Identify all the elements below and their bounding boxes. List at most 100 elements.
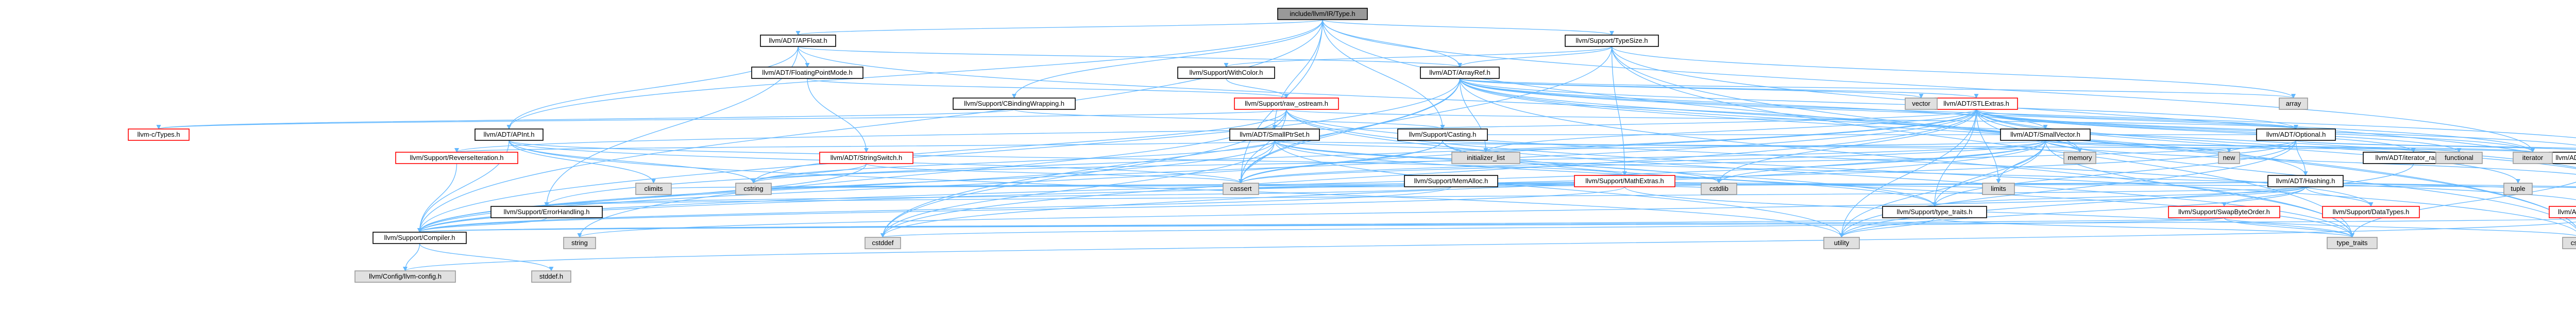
node-llvm-adt-smallptrset-h[interactable]: llvm/ADT/SmallPtrSet.h (1229, 128, 1320, 141)
edge-iterrange-to-utility (1839, 163, 2414, 238)
node-include-llvm-ir-type-h[interactable]: include/llvm/IR/Type.h (1277, 8, 1368, 20)
node-iterator[interactable]: iterator (2513, 152, 2553, 164)
node-cstdlib[interactable]: cstdlib (1701, 183, 1737, 195)
node-label: llvm/Support/TypeSize.h (1575, 37, 1648, 44)
edge-smallptrset-to-cstddef (880, 140, 1275, 238)
node-box (2256, 128, 2336, 141)
node-label: llvm/Support/DataTypes.h (2333, 208, 2410, 216)
node-box (635, 183, 672, 195)
node-llvm-config-llvm-config-h[interactable]: llvm/Config/llvm-config.h (354, 270, 456, 283)
node-llvm-adt-hashing-h[interactable]: llvm/ADT/Hashing.h (2267, 175, 2344, 187)
node-llvm-adt-apfloat-h[interactable]: llvm/ADT/APFloat.h (760, 35, 836, 47)
edge-stlextras-to-hexagon (454, 109, 1977, 153)
node-initializer-list[interactable]: initializer_list (1451, 152, 1520, 164)
node-label: llvm/ADT/SmallPtrSet.h (1240, 131, 1310, 138)
node-box (865, 237, 901, 249)
node-new[interactable]: new (2218, 152, 2240, 164)
edge-arrayref-to-optional (1459, 78, 2298, 130)
node-llvm-support-datatypes-h[interactable]: llvm/Support/DataTypes.h (2322, 206, 2420, 218)
node-label: llvm/Support/ErrorHandling.h (504, 208, 590, 216)
node-llvm-support-raw-ostream-h[interactable]: llvm/Support/raw_ostream.h (1234, 98, 1339, 110)
node-box (128, 128, 190, 141)
node-label: llvm/Support/ReverseIteration.h (410, 154, 503, 162)
node-llvm-support-errorhandling-h[interactable]: llvm/Support/ErrorHandling.h (490, 206, 603, 218)
node-climits[interactable]: climits (635, 183, 672, 195)
node-box (751, 67, 863, 79)
node-type-traits[interactable]: type_traits (2327, 237, 2378, 249)
node-llvm-support-withcolor-h[interactable]: llvm/Support/WithColor.h (1177, 67, 1275, 79)
node-label: llvm/ADT/iterator_range.h (2375, 154, 2451, 162)
node-box (2327, 237, 2378, 249)
node-box (372, 232, 467, 244)
edge-optional-to-typetraits (1932, 140, 2297, 207)
node-llvm-adt-apint-h[interactable]: llvm/ADT/APInt.h (474, 128, 544, 141)
edge-arrayref-to-vector (1459, 78, 1924, 99)
node-llvm-support-typesize-h[interactable]: llvm/Support/TypeSize.h (1565, 35, 1659, 47)
edge-optional-to-new (2227, 140, 2297, 153)
edge-casting-to-cassert (1239, 140, 1443, 184)
node-memory[interactable]: memory (2063, 152, 2096, 164)
node-llvm-support-compiler-h[interactable]: llvm/Support/Compiler.h (372, 232, 467, 244)
edge-hashing-to-cstring (753, 181, 2306, 189)
edge-smallvector-to-cstring (751, 140, 2046, 184)
node-llvm-support-swapbyteorder-h[interactable]: llvm/Support/SwapByteOrder.h (2168, 206, 2280, 218)
node-llvm-support-casting-h[interactable]: llvm/Support/Casting.h (1397, 128, 1488, 141)
node-functional[interactable]: functional (2435, 152, 2483, 164)
edge-smallvector-to-iterator (2045, 140, 2535, 153)
node-llvm-support-reverseiteration-h[interactable]: llvm/Support/ReverseIteration.h (395, 152, 518, 164)
edge-cbinding-to-casting (1013, 109, 1445, 130)
node-label: llvm-c/Types.h (137, 131, 180, 138)
node-label: llvm/Support/type_traits.h (1897, 208, 1973, 216)
node-box (2218, 152, 2240, 164)
node-stddef-h[interactable]: stddef.h (531, 270, 571, 283)
edge-smallvector-to-initlist (1484, 140, 2046, 153)
node-llvm-support-type-traits-h[interactable]: llvm/Support/type_traits.h (1882, 206, 1987, 218)
node-cassert[interactable]: cassert (1223, 183, 1259, 195)
edge-apfloat-to-apint (506, 46, 799, 130)
node-box (2063, 152, 2096, 164)
node-box (2000, 128, 2091, 141)
node-llvm-support-memalloc-h[interactable]: llvm/Support/MemAlloc.h (1404, 175, 1498, 187)
node-box (395, 152, 518, 164)
node-box (2562, 237, 2576, 249)
node-llvm-adt-smallvector-h[interactable]: llvm/ADT/SmallVector.h (2000, 128, 2091, 141)
node-box (1397, 128, 1488, 141)
node-box (1565, 35, 1659, 47)
node-label: llvm/Support/Casting.h (1409, 131, 1477, 138)
edge-stlextras-to-optional (1976, 109, 2298, 130)
node-llvm-adt-stlforwardcompat-h[interactable]: llvm/ADT/STLForwardCompat.h (2549, 152, 2576, 164)
node-utility[interactable]: utility (1823, 237, 1860, 249)
node-llvm-adt-arrayref-h[interactable]: llvm/ADT/ArrayRef.h (1420, 67, 1500, 79)
node-label: cstdint (2571, 239, 2576, 247)
node-label: llvm/Support/SwapByteOrder.h (2178, 208, 2270, 216)
node-llvm-support-mathextras-h[interactable]: llvm/Support/MathExtras.h (1574, 175, 1675, 187)
node-tuple[interactable]: tuple (2503, 183, 2533, 195)
node-array[interactable]: array (2279, 98, 2308, 110)
node-llvm-adt-floatingpointmode-h[interactable]: llvm/ADT/FloatingPointMode.h (751, 67, 863, 79)
node-string[interactable]: string (563, 237, 596, 249)
node-llvm-c-types-h[interactable]: llvm-c/Types.h (128, 128, 190, 141)
edge-typesize-to-typetraitsstd (1611, 46, 2354, 238)
node-llvm-adt-stlextras-h[interactable]: llvm/ADT/STLExtras.h (1935, 98, 2018, 110)
edge-root-to-apint (506, 19, 1323, 130)
edge-root-to-iterator (1322, 19, 2535, 153)
node-cstdint[interactable]: cstdint (2562, 237, 2576, 249)
node-limits[interactable]: limits (1982, 183, 2015, 195)
edge-rawostream-to-typetraitsstd (1286, 109, 2354, 238)
edge-root-to-compiler (417, 19, 1323, 233)
node-label: array (2286, 100, 2301, 107)
edge-mathextras-to-algorithm (1624, 181, 2576, 188)
node-llvm-adt-optional-h[interactable]: llvm/ADT/Optional.h (2256, 128, 2336, 141)
edge-mathextras-to-typetraitsstd (1624, 186, 2354, 238)
node-llvm-adt-epochtracker-h[interactable]: llvm/ADT/EpochTracker.h (2549, 206, 2576, 218)
edge-apint-to-mathextras (509, 140, 1627, 176)
edge-stlfwd-to-typetraitsstd (2350, 182, 2576, 238)
node-vector[interactable]: vector (1905, 98, 1938, 110)
node-cstddef[interactable]: cstddef (865, 237, 901, 249)
node-llvm-support-cbindingwrapping-h[interactable]: llvm/Support/CBindingWrapping.h (953, 98, 1076, 110)
edge-mathextras-to-compiler (417, 186, 1625, 233)
edge-withcolor-to-rawostream (1226, 78, 1289, 99)
node-cstring[interactable]: cstring (735, 183, 772, 195)
node-llvm-adt-stringswitch-h[interactable]: llvm/ADT/StringSwitch.h (819, 152, 913, 164)
edge-fpmode-to-stringswitch (807, 78, 869, 153)
